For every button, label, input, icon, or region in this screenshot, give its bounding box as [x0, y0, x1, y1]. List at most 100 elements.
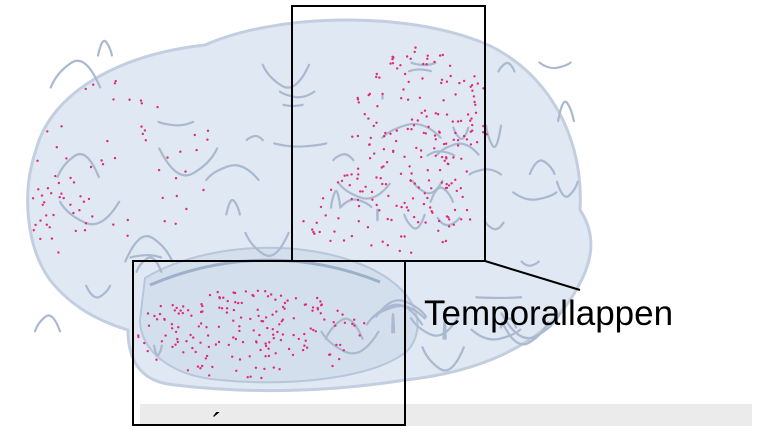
activation-dot [431, 212, 433, 214]
activation-dot [90, 166, 92, 168]
activation-dot [375, 176, 377, 178]
activation-dot [205, 326, 207, 328]
activation-dot [474, 104, 476, 106]
activation-dot [195, 351, 197, 353]
activation-dot [37, 188, 39, 190]
activation-dot [54, 175, 56, 177]
activation-dot [383, 148, 385, 150]
activation-dot [128, 99, 130, 101]
activation-dot [333, 230, 335, 232]
activation-dot [456, 190, 458, 192]
activation-dot [424, 110, 426, 112]
activation-dot [275, 310, 277, 312]
activation-dot [311, 228, 313, 230]
activation-dot [428, 179, 430, 181]
activation-dot [392, 151, 394, 153]
activation-dot [268, 355, 270, 357]
brain-illustration [0, 0, 768, 426]
activation-dot [39, 219, 41, 221]
activation-dot [364, 186, 366, 188]
activation-dot [231, 356, 233, 358]
activation-dot [141, 102, 143, 104]
activation-dot [383, 135, 385, 137]
activation-dot [426, 197, 428, 199]
activation-dot [283, 308, 285, 310]
activation-dot [351, 136, 353, 138]
activation-dot [265, 316, 267, 318]
activation-dot [381, 183, 383, 185]
activation-dot [257, 309, 259, 311]
activation-dot [457, 144, 459, 146]
activation-dot [217, 291, 219, 293]
activation-dot [218, 296, 220, 298]
activation-dot [460, 120, 462, 122]
activation-dot [267, 295, 269, 297]
activation-dot [463, 80, 465, 82]
activation-dot [344, 175, 346, 177]
activation-dot [467, 113, 469, 115]
activation-dot [145, 139, 147, 141]
activation-dot [201, 365, 203, 367]
activation-dot [156, 318, 158, 320]
activation-dot [295, 297, 297, 299]
activation-dot [195, 149, 197, 151]
activation-dot [445, 157, 447, 159]
activation-dot [376, 73, 378, 75]
activation-dot [273, 337, 275, 339]
gyrus-fold [392, 314, 394, 332]
activation-dot [59, 196, 61, 198]
activation-dot [175, 177, 177, 179]
activation-dot [85, 222, 87, 224]
activation-dot [403, 202, 405, 204]
activation-dot [448, 218, 450, 220]
activation-dot [60, 193, 62, 195]
activation-dot [441, 181, 443, 183]
activation-dot [303, 333, 305, 335]
activation-dot [222, 297, 224, 299]
activation-dot [83, 201, 85, 203]
activation-dot [453, 139, 455, 141]
activation-dot [403, 156, 405, 158]
activation-dot [471, 90, 473, 92]
activation-dot [319, 300, 321, 302]
activation-dot [331, 365, 333, 367]
activation-dot [174, 309, 176, 311]
activation-dot [452, 120, 454, 122]
activation-dot [240, 316, 242, 318]
activation-dot [418, 186, 420, 188]
activation-dot [174, 344, 176, 346]
activation-dot [46, 130, 48, 132]
activation-dot [137, 336, 139, 338]
activation-dot [191, 347, 193, 349]
activation-dot [325, 214, 327, 216]
activation-dot [72, 212, 74, 214]
activation-dot [369, 143, 371, 145]
activation-dot [460, 218, 462, 220]
activation-dot [51, 237, 53, 239]
activation-dot [171, 323, 173, 325]
activation-dot [88, 198, 90, 200]
activation-dot [339, 344, 341, 346]
activation-dot [147, 312, 149, 314]
activation-dot [408, 81, 410, 83]
activation-dot [387, 195, 389, 197]
activation-dot [187, 309, 189, 311]
activation-dot [200, 303, 202, 305]
activation-dot [387, 218, 389, 220]
activation-dot [361, 190, 363, 192]
activation-dot [56, 146, 58, 148]
activation-dot [358, 101, 360, 103]
activation-dot [462, 196, 464, 198]
activation-dot [184, 170, 186, 172]
activation-dot [343, 349, 345, 351]
activation-dot [205, 357, 207, 359]
activation-dot [389, 62, 391, 64]
activation-dot [176, 307, 178, 309]
activation-dot [335, 344, 337, 346]
activation-dot [316, 297, 318, 299]
activation-dot [389, 133, 391, 135]
activation-dot [202, 189, 204, 191]
activation-dot [255, 367, 257, 369]
activation-dot [404, 73, 406, 75]
activation-dot [164, 334, 166, 336]
